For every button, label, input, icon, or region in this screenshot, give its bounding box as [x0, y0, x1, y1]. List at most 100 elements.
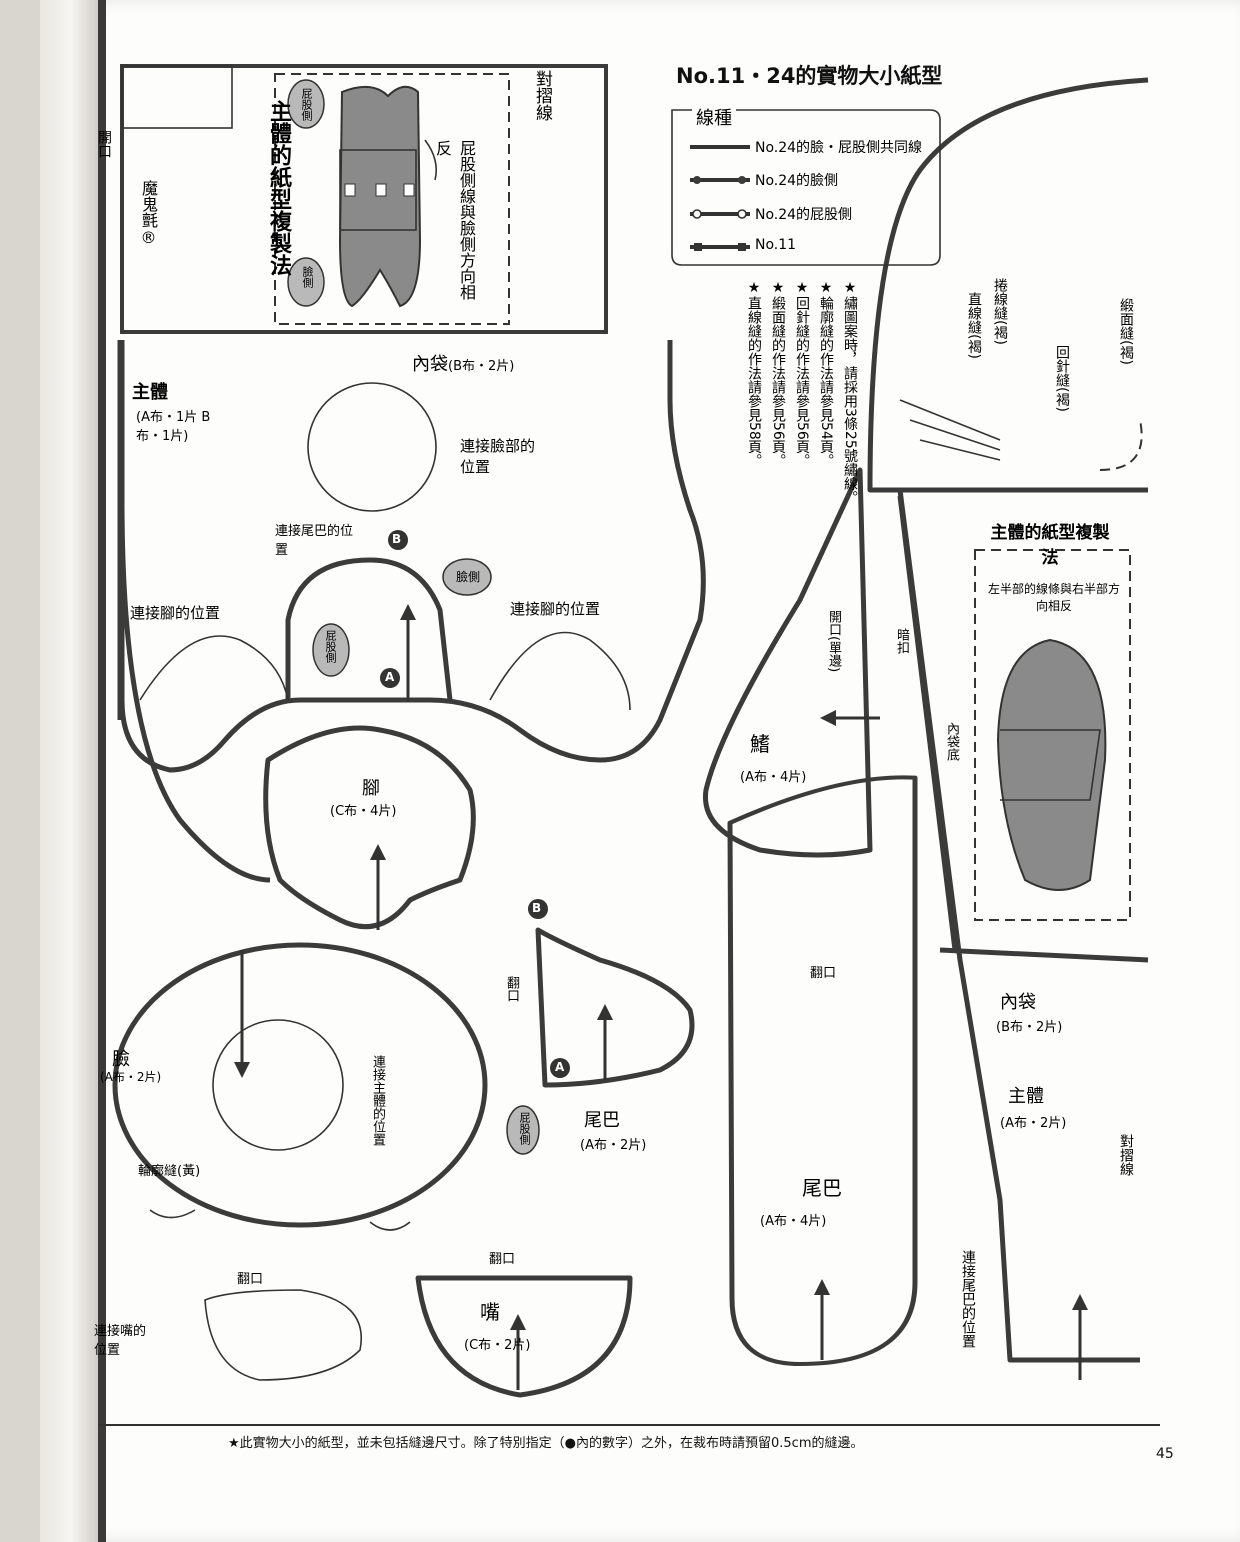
- grain-arrow-right-head: [1072, 1294, 1088, 1310]
- legend-label-3: No.11: [755, 237, 797, 253]
- straight-stitch-line-3: [919, 439, 1001, 461]
- turn-opening-tail-small: 翻口: [504, 976, 519, 1002]
- page-number: 45: [1156, 1446, 1174, 1462]
- face-connect-circle: [307, 382, 437, 512]
- inner-pocket-r-label: 內袋: [1000, 992, 1036, 1013]
- top-left-frame: [120, 64, 608, 334]
- legend-heading: 線種: [692, 104, 736, 130]
- copy-method-right-label: 主體的紙型複製法: [990, 523, 1110, 568]
- foot-outline: [263, 725, 476, 930]
- connect-tail-label: 連接尾巴的位置: [275, 524, 354, 558]
- fin-label: 鰭: [750, 732, 770, 756]
- foot-fabric: (C布・4片): [330, 804, 397, 819]
- butt-side-label-3: 屁股側: [518, 1112, 531, 1145]
- main-body-left-edge: [119, 499, 271, 883]
- right-body-bottom-line: [939, 947, 1149, 963]
- straight-stitch-line-2: [909, 419, 1001, 451]
- grain-arrow-tail-small-head: [597, 1004, 613, 1020]
- badge-b-2: [528, 899, 548, 919]
- pocket-bottom-label: 內袋底: [944, 722, 959, 761]
- copy-method-box-right: [974, 549, 1131, 921]
- turn-opening-tail-big: 翻口: [810, 966, 837, 981]
- straight-stitch-label: 直線縫(褐): [966, 292, 982, 359]
- legend-label-1: No.24的臉側: [755, 173, 839, 189]
- note-3: ★緞面縫的作法請參見56頁。: [770, 280, 786, 468]
- badge-a-2-label: A: [555, 1060, 565, 1074]
- grain-arrow-fin-head: [820, 710, 836, 726]
- snap-label: 暗扣: [894, 628, 909, 654]
- foot-connect-right: [489, 631, 631, 711]
- copy-body-ticks: [344, 183, 415, 197]
- inner-pocket-r-fabric: (B布・2片): [996, 1020, 1063, 1035]
- right-copy-shape: [996, 638, 1107, 891]
- main-body-outline: [119, 340, 706, 773]
- foot-connect-left: [139, 635, 289, 701]
- tail-small-outline: [535, 927, 695, 1088]
- connect-foot-right-label: 連接腳的位置: [510, 600, 601, 618]
- outline-stitch-label: 輪廓縫(黃): [138, 1164, 201, 1179]
- note-4: ★直線縫的作法請參見58頁。: [746, 280, 762, 468]
- right-copy-inner: [1000, 729, 1101, 801]
- tail-big-fabric: (A布・4片): [760, 1214, 827, 1229]
- foot-label: 腳: [362, 778, 380, 799]
- book-spine: [40, 0, 98, 1542]
- mouth-connect: [204, 1289, 362, 1381]
- right-body-inner-edge: [897, 495, 958, 951]
- main-body-fabric: (A布・1片 B布・1片): [136, 410, 211, 444]
- inner-pocket-label: 內袋(B布・2片): [412, 354, 515, 375]
- turn-opening-face: 翻口: [237, 1272, 264, 1287]
- right-body-outline: [867, 77, 1149, 1363]
- badge-a-1: [380, 668, 400, 688]
- tail-notch: [285, 557, 453, 701]
- copy-method-box: [274, 73, 510, 325]
- mouth-label: 嘴: [480, 1300, 500, 1324]
- tail-small-fabric: (A布・2片): [580, 1138, 647, 1153]
- face-side-tag-2: [442, 558, 492, 596]
- corner-box: [121, 65, 233, 129]
- tail-small-label: 尾巴: [584, 1110, 620, 1131]
- mouth-outline: [415, 1275, 633, 1398]
- footer-note: ★此實物大小的紙型，並未包括縫邊尺寸。除了特別指定（●內的數字）之外，在裁布時請…: [228, 1436, 864, 1451]
- main-body-label: 主體: [132, 382, 168, 403]
- connect-tail-r-label: 連接尾巴的位置: [960, 1250, 976, 1348]
- fin-fabric: (A布・4片): [740, 770, 807, 785]
- fold-line-r-label: 對摺線: [1118, 1134, 1134, 1176]
- grain-arrow-face-head: [234, 1062, 250, 1078]
- back-stitch-label: 回針縫(褐): [1054, 345, 1070, 412]
- fold-line-label: 對摺線: [532, 70, 552, 121]
- connect-body-label: 連接主體的位置: [370, 1055, 385, 1146]
- copy-body-inner: [339, 149, 417, 231]
- satin-stitch-label: 緞面縫(褐): [1118, 298, 1134, 365]
- eye-left: [149, 1209, 196, 1219]
- satin-stitch-curve: [1099, 419, 1143, 471]
- legend-box: [671, 109, 941, 266]
- badge-b-1: [388, 530, 408, 550]
- face-side-tag-1: [287, 257, 325, 307]
- connect-face-label: 連接臉部的位置: [460, 437, 536, 476]
- grain-arrow-foot-head: [370, 844, 386, 860]
- butt-side-label-2: 屁股側: [324, 630, 337, 663]
- main-body-r-fabric: (A布・2片): [1000, 1116, 1067, 1131]
- butt-side-tag-3: [506, 1105, 540, 1155]
- face-label: 臉: [112, 1049, 130, 1070]
- body-connect-circle: [212, 1019, 344, 1151]
- copy-note-right: 左半部的線條與右半部方向相反: [987, 582, 1120, 613]
- turn-opening-mouth: 翻口: [489, 1252, 516, 1267]
- spine-binding: [98, 0, 106, 1542]
- pattern-page: No.11・24的實物大小紙型 線種 No.24的臉・屁股側共同線 No.24的…: [40, 0, 1240, 1542]
- legend-label-0: No.24的臉・屁股側共同線: [755, 140, 923, 156]
- legend-label-2: No.24的屁股側: [755, 207, 853, 223]
- note-0: ★繡圖案時，請採用3條25號繡線。: [842, 280, 858, 505]
- opening-single-label: 開口(單邊): [826, 610, 841, 673]
- magic-tape-label: 魔鬼氈®: [139, 180, 158, 247]
- face-fabric: (A布・2片): [100, 1070, 162, 1084]
- pattern-sheet: [98, 64, 1160, 1426]
- face-side-label-1: 臉側: [301, 266, 314, 288]
- connect-foot-left-label: 連接腳的位置: [130, 604, 221, 622]
- grain-arrow-mouth-head: [510, 1314, 526, 1330]
- chain-stitch-label: 捲線縫(褐): [992, 278, 1008, 345]
- opening-label: 開口: [96, 130, 112, 158]
- connect-mouth-label: 連接嘴的位置: [94, 1324, 147, 1358]
- page-title: No.11・24的實物大小紙型: [676, 64, 943, 88]
- tail-big-label: 尾巴: [802, 1176, 842, 1200]
